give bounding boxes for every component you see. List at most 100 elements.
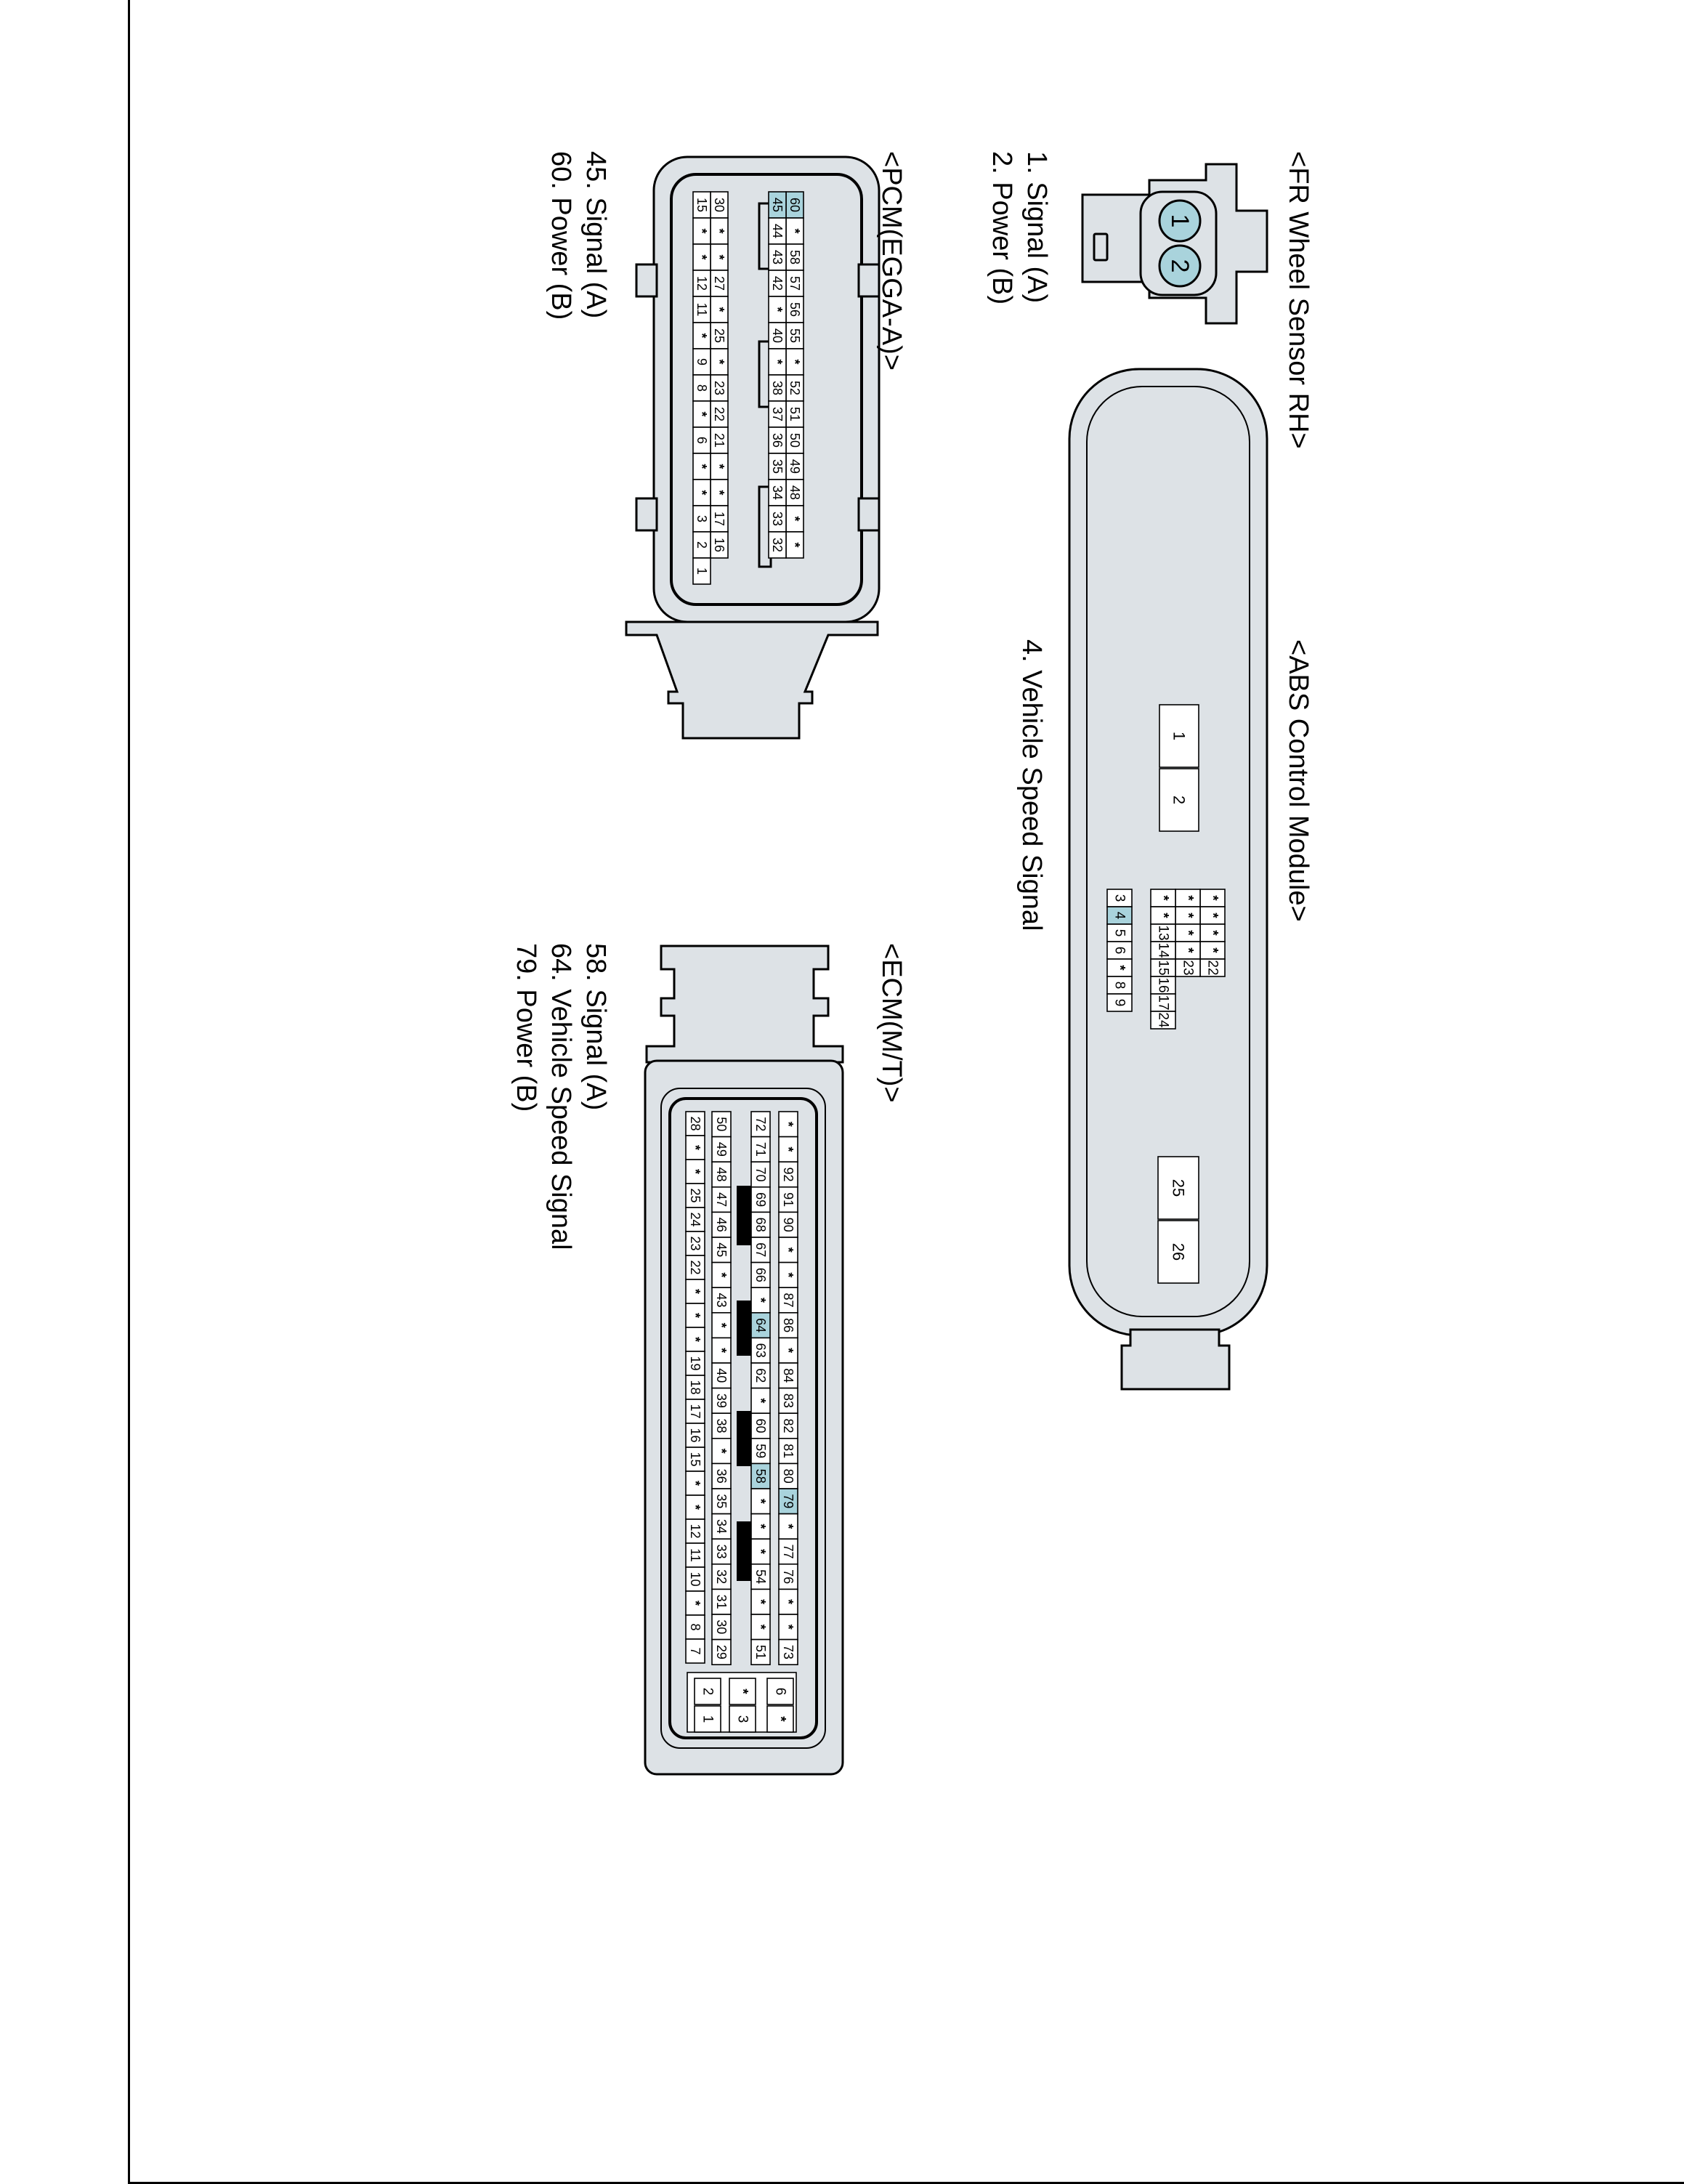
ecm-pin-51-cell <box>750 1638 771 1666</box>
pcm-pin-11-cell <box>692 296 711 323</box>
abs-pin-2-cell <box>1159 768 1199 832</box>
ecm-pin-na: * <box>688 1505 703 1510</box>
ecm-pin-66: 66 <box>753 1268 768 1282</box>
ecm-pin-na: * <box>781 1348 796 1353</box>
pcm-pin-32: 32 <box>770 538 785 552</box>
abs-pin-26: 26 <box>1170 1243 1188 1261</box>
ecm-pin-48-cell <box>711 1161 732 1188</box>
pcm-pin-12: 12 <box>695 276 709 291</box>
ecm-pin-45-cell <box>711 1237 732 1263</box>
ecm-pin-na-cell <box>778 1588 798 1615</box>
abs-pin-9-cell <box>1106 993 1133 1012</box>
pcm-pin-na: * <box>770 359 785 364</box>
abs-pin-25-cell <box>1157 1156 1199 1220</box>
ecm-pin-36: 36 <box>714 1469 729 1484</box>
pcm-pin-grid: 60*58575655*5251504948**45444342*40*3837… <box>692 191 804 585</box>
fr-legend-2: 2. Power (B) <box>987 151 1017 304</box>
abs-pin-9: 9 <box>1112 999 1128 1007</box>
pcm-pin-49: 49 <box>788 459 802 474</box>
ecm-pin-79: 79 <box>781 1494 796 1508</box>
ecm-pin-12: 12 <box>688 1524 703 1538</box>
ecm-pin-na-cell <box>750 1387 771 1414</box>
ecm-pin-86-cell <box>778 1312 798 1339</box>
ecm-pin-na-cell <box>750 1488 771 1515</box>
ecm-pin-25: 25 <box>688 1188 703 1202</box>
ecm-connector: **929190**8786*848382818079*7776**737271… <box>644 945 844 1776</box>
ecm-pin-33-cell <box>711 1538 732 1565</box>
ecm-pin-na-cell <box>685 1495 705 1520</box>
ecm-pin-18: 18 <box>688 1380 703 1394</box>
ecm-pin-82: 82 <box>781 1418 796 1433</box>
pcm-pin-45: 45 <box>770 198 785 212</box>
abs-pin-15-cell <box>1150 958 1176 977</box>
abs-pin-23: 23 <box>1181 960 1196 975</box>
ecm-pin-87: 87 <box>781 1293 796 1307</box>
ecm-pin-23: 23 <box>688 1236 703 1250</box>
pcm-pin-56: 56 <box>788 302 802 317</box>
ecm-pin-na-cell <box>750 1287 771 1314</box>
pcm-pin-na: * <box>712 254 726 259</box>
ecm-pin-na: * <box>688 1169 703 1174</box>
pcm-pin-na: * <box>712 307 726 312</box>
pcm-pin-49-cell <box>785 453 804 480</box>
pcm-pin-33: 33 <box>770 511 785 526</box>
pcm-pin-na: * <box>695 228 709 233</box>
ecm-pin-32: 32 <box>714 1569 729 1584</box>
abs-pin-13: 13 <box>1156 925 1171 940</box>
ecm-pin-na: * <box>753 1625 768 1630</box>
ecm-pin-91: 91 <box>781 1192 796 1207</box>
abs-pin-5: 5 <box>1112 929 1128 937</box>
ecm-pin-40: 40 <box>714 1368 729 1383</box>
pcm-pin-36: 36 <box>770 433 785 448</box>
ecm-pin-36-cell <box>711 1463 732 1489</box>
ecm-pin-76: 76 <box>781 1569 796 1584</box>
abs-pin-14: 14 <box>1156 942 1171 958</box>
pcm-pin-na-cell <box>710 453 729 480</box>
pcm-pin-22: 22 <box>712 407 726 421</box>
ecm-aux-pin-na-cell <box>766 1705 794 1733</box>
ecm-pin-na-cell <box>685 1279 705 1304</box>
ecm-pin-40-cell <box>711 1362 732 1389</box>
abs-pin-na: * <box>1181 930 1196 936</box>
abs-pin-1: 1 <box>1170 732 1189 740</box>
pcm-pin-48: 48 <box>788 485 802 500</box>
pcm-title: <PCM(EGGA-A)> <box>876 151 907 371</box>
pcm-pin-42-cell <box>768 270 787 297</box>
ecm-pin-na: * <box>781 1625 796 1630</box>
ecm-pin-na-cell <box>711 1438 732 1465</box>
pcm-pin-17-cell <box>710 505 729 533</box>
pcm-pin-na: * <box>712 359 726 364</box>
abs-pin-na-cell <box>1175 941 1201 960</box>
pcm-pin-23-cell <box>710 374 729 402</box>
pcm-connector: 60*58575655*5251504948**45444342*40*3837… <box>625 155 881 740</box>
pcm-pin-52: 52 <box>788 381 802 395</box>
ecm-pin-43-cell <box>711 1287 732 1314</box>
pcm-pin-34-cell <box>768 479 787 506</box>
ecm-pin-na: * <box>688 1289 703 1294</box>
ecm-pin-na: * <box>714 1449 729 1454</box>
abs-pin-na: * <box>1181 947 1196 953</box>
pcm-pin-na: * <box>695 411 709 416</box>
ecm-pin-29-cell <box>711 1638 732 1666</box>
ecm-pin-79-cell <box>778 1488 798 1515</box>
ecm-pin-na-cell <box>778 1614 798 1641</box>
pcm-pin-na-cell <box>768 348 787 376</box>
ecm-pin-50: 50 <box>714 1117 729 1131</box>
fr-pin-1: 1 <box>1166 214 1194 228</box>
pcm-pin-30-cell <box>710 191 729 219</box>
pcm-pin-na-cell <box>768 296 787 323</box>
ecm-pin-11-cell <box>685 1542 705 1568</box>
abs-pin-15: 15 <box>1156 960 1171 975</box>
ecm-pin-59: 59 <box>753 1444 768 1458</box>
ecm-pin-66-cell <box>750 1261 771 1288</box>
abs-pin-22: 22 <box>1205 960 1221 975</box>
pcm-pin-8: 8 <box>695 384 709 392</box>
ecm-pin-25-cell <box>685 1183 705 1208</box>
ecm-pin-na: * <box>714 1323 729 1328</box>
abs-pin-na: * <box>1205 947 1221 953</box>
ecm-pin-60: 60 <box>753 1418 768 1433</box>
ecm-pin-7: 7 <box>688 1647 703 1654</box>
pcm-pin-55-cell <box>785 322 804 349</box>
abs-pin-5-cell <box>1106 923 1133 942</box>
abs-pin-4-cell <box>1106 906 1133 925</box>
